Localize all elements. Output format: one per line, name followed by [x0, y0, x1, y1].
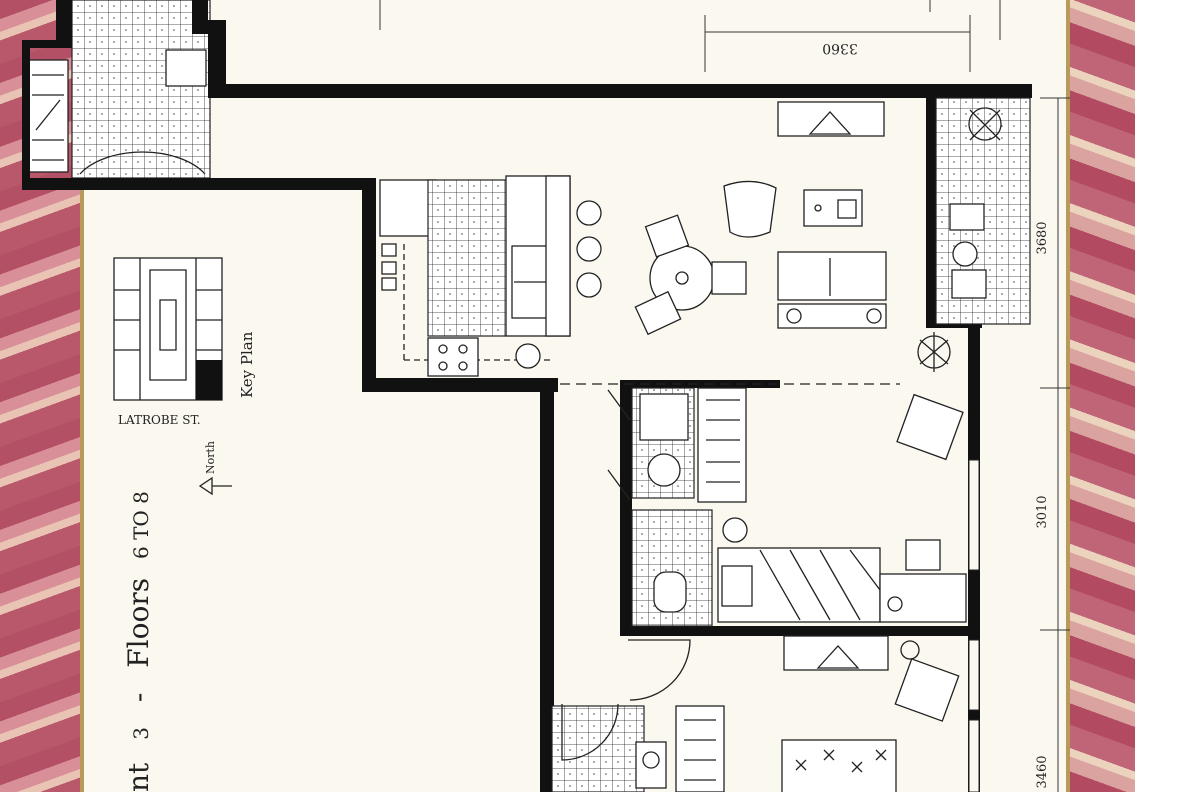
title-dash: - — [122, 693, 155, 702]
ensuite-vanity — [949, 203, 985, 231]
kitchen-pantry — [379, 179, 437, 237]
bed-1 — [781, 739, 897, 792]
wardrobe-upper — [697, 387, 747, 503]
main-bath-door-swing — [561, 703, 619, 761]
dimension-top-label: 3360 — [822, 40, 858, 56]
key-plan-label: Key Plan — [238, 331, 256, 398]
bedroom-door-swing — [628, 639, 691, 701]
floor-plan-sheet — [80, 0, 1070, 792]
dimension-right-upper-label: 3680 — [1035, 221, 1050, 254]
street-label: LATROBE ST. — [118, 413, 201, 427]
cooktop — [427, 337, 479, 377]
ensuite-toilet — [951, 269, 987, 299]
bathroom-vanity — [639, 393, 689, 441]
key-plan-map — [113, 257, 223, 401]
window-openings — [968, 459, 980, 792]
main-bath-tiles — [551, 705, 645, 792]
linen-press — [675, 705, 725, 792]
bar-stool-2 — [576, 236, 602, 262]
dining-chair-1 — [644, 214, 690, 258]
bedroom-tv-unit — [783, 635, 889, 671]
north-arrow-icon — [198, 476, 232, 496]
armchair-living — [723, 180, 777, 238]
kitchen-tiles — [427, 179, 507, 337]
dimension-right-middle-label: 3010 — [1035, 495, 1050, 528]
upper-laundry-tiles — [71, 0, 211, 179]
title-floors-word: Floors — [122, 578, 155, 668]
bedside-table-left — [722, 517, 748, 543]
armchair-bedroom-1 — [894, 658, 960, 722]
sofa — [777, 251, 887, 301]
indoor-plant — [917, 332, 951, 372]
top-dimension-line — [379, 0, 1001, 72]
background-blank-right — [1135, 0, 1200, 792]
upper-laundry-fixture — [165, 49, 207, 87]
upper-heater-bars — [32, 74, 64, 161]
upper-laundry-door-swing — [79, 151, 206, 175]
bedroom-desk — [879, 573, 967, 623]
title-floors-range: 6 TO 8 — [129, 491, 153, 559]
toilet — [653, 571, 687, 613]
sofa-side-unit — [777, 303, 887, 329]
plan-title: nt 3 - Floors 6 TO 8 — [122, 491, 155, 792]
ensuite-plant — [968, 107, 1002, 141]
svg-text:nt 3 - Floor: nt 3 - Floors 6 TO 8 — [122, 491, 155, 792]
bathroom-basin — [647, 453, 681, 487]
title-apartment-number: 3 — [129, 727, 153, 740]
bed-2-pillow — [721, 565, 753, 607]
dining-chair-2 — [711, 261, 747, 295]
dining-chair-3 — [634, 290, 682, 336]
dimension-right-lower-label: 3460 — [1035, 755, 1050, 788]
title-prefix: nt — [122, 762, 155, 792]
bedside-lamp — [905, 539, 941, 571]
bar-stool-1 — [576, 200, 602, 226]
ensuite-basin — [952, 241, 978, 267]
tv-unit — [777, 101, 885, 137]
kitchen-plant — [515, 343, 541, 369]
main-bath-basin — [635, 741, 667, 789]
armchair-bedroom-2 — [896, 393, 964, 461]
bar-stool-3 — [576, 272, 602, 298]
kitchen-island — [545, 175, 571, 337]
bath-door-swing-1 — [607, 389, 631, 501]
north-label: North — [204, 441, 217, 474]
